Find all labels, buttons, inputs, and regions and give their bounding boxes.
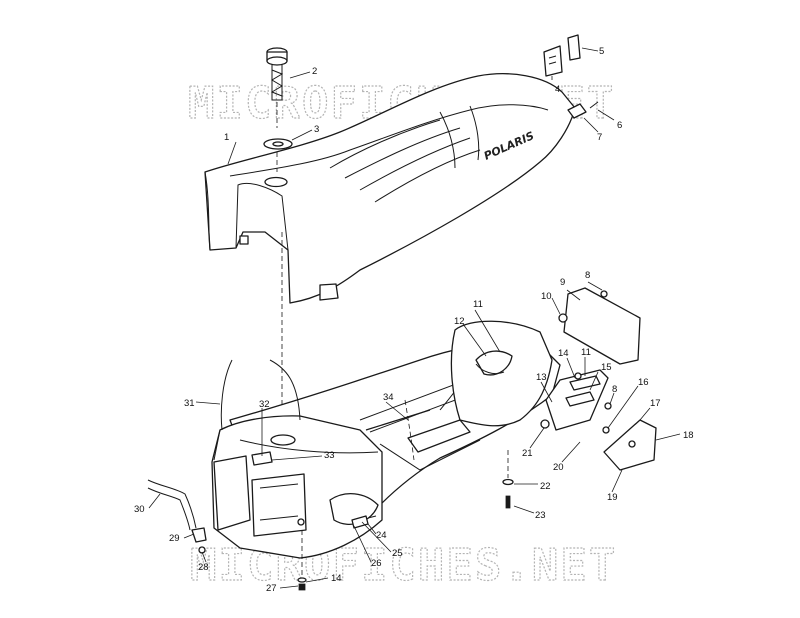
- callout-1: 1: [224, 132, 229, 143]
- callout-4: 4: [555, 84, 560, 95]
- seat-rear-clip: [567, 101, 599, 119]
- callout-12: 12: [454, 316, 465, 327]
- callout-15: 15: [601, 362, 612, 373]
- callout-25: 25: [392, 548, 403, 559]
- callout-8-top: 8: [585, 270, 590, 281]
- callout-20: 20: [553, 462, 564, 473]
- callout-14-bottom: 14: [331, 573, 342, 584]
- callout-29: 29: [169, 533, 180, 544]
- rear-plate: [558, 287, 641, 365]
- washer: [263, 138, 293, 172]
- callout-19: 19: [607, 492, 618, 503]
- callout-16: 16: [638, 377, 649, 388]
- callout-14-top: 14: [558, 348, 569, 359]
- callout-34: 34: [383, 392, 394, 403]
- rear-hump: [450, 320, 553, 427]
- seat: POLARIS: [204, 73, 576, 304]
- vent-cable-right: [269, 359, 301, 421]
- callout-21: 21: [522, 448, 533, 459]
- callout-26: 26: [371, 558, 382, 569]
- callout-5: 5: [599, 46, 604, 57]
- vent-cable-left: [220, 359, 233, 431]
- fuel-cap: [266, 47, 288, 128]
- fuel-tank: [211, 415, 383, 559]
- callout-31: 31: [184, 398, 195, 409]
- leader-lines: [148, 47, 681, 589]
- callout-17: 17: [650, 398, 661, 409]
- callout-3: 3: [314, 124, 319, 135]
- callout-2: 2: [312, 66, 317, 77]
- callout-28: 28: [198, 562, 209, 573]
- callout-27: 27: [266, 583, 277, 594]
- callout-33: 33: [324, 450, 335, 461]
- callout-13: 13: [536, 372, 547, 383]
- callout-10: 10: [541, 291, 552, 302]
- hose-line-34: [404, 399, 415, 461]
- callout-24: 24: [376, 530, 387, 541]
- callout-30: 30: [134, 504, 145, 515]
- callout-18: 18: [683, 430, 694, 441]
- callout-11-top: 11: [473, 299, 483, 310]
- callout-6: 6: [617, 120, 622, 131]
- callout-11-right: 11: [581, 347, 591, 358]
- seat-bracket: [543, 34, 581, 77]
- callout-23: 23: [535, 510, 546, 521]
- callout-22: 22: [540, 481, 551, 492]
- drain-plug: [297, 530, 307, 591]
- callout-7: 7: [597, 132, 602, 143]
- callout-9: 9: [560, 277, 565, 288]
- callouts: 1 2 3 4 5 6 7 8 9 10 11 12 13 14 11 15 8…: [134, 46, 694, 594]
- fuel-line: [147, 479, 207, 554]
- bolt-washer: [502, 450, 514, 509]
- callout-8-mid: 8: [612, 384, 617, 395]
- callout-32: 32: [259, 399, 270, 410]
